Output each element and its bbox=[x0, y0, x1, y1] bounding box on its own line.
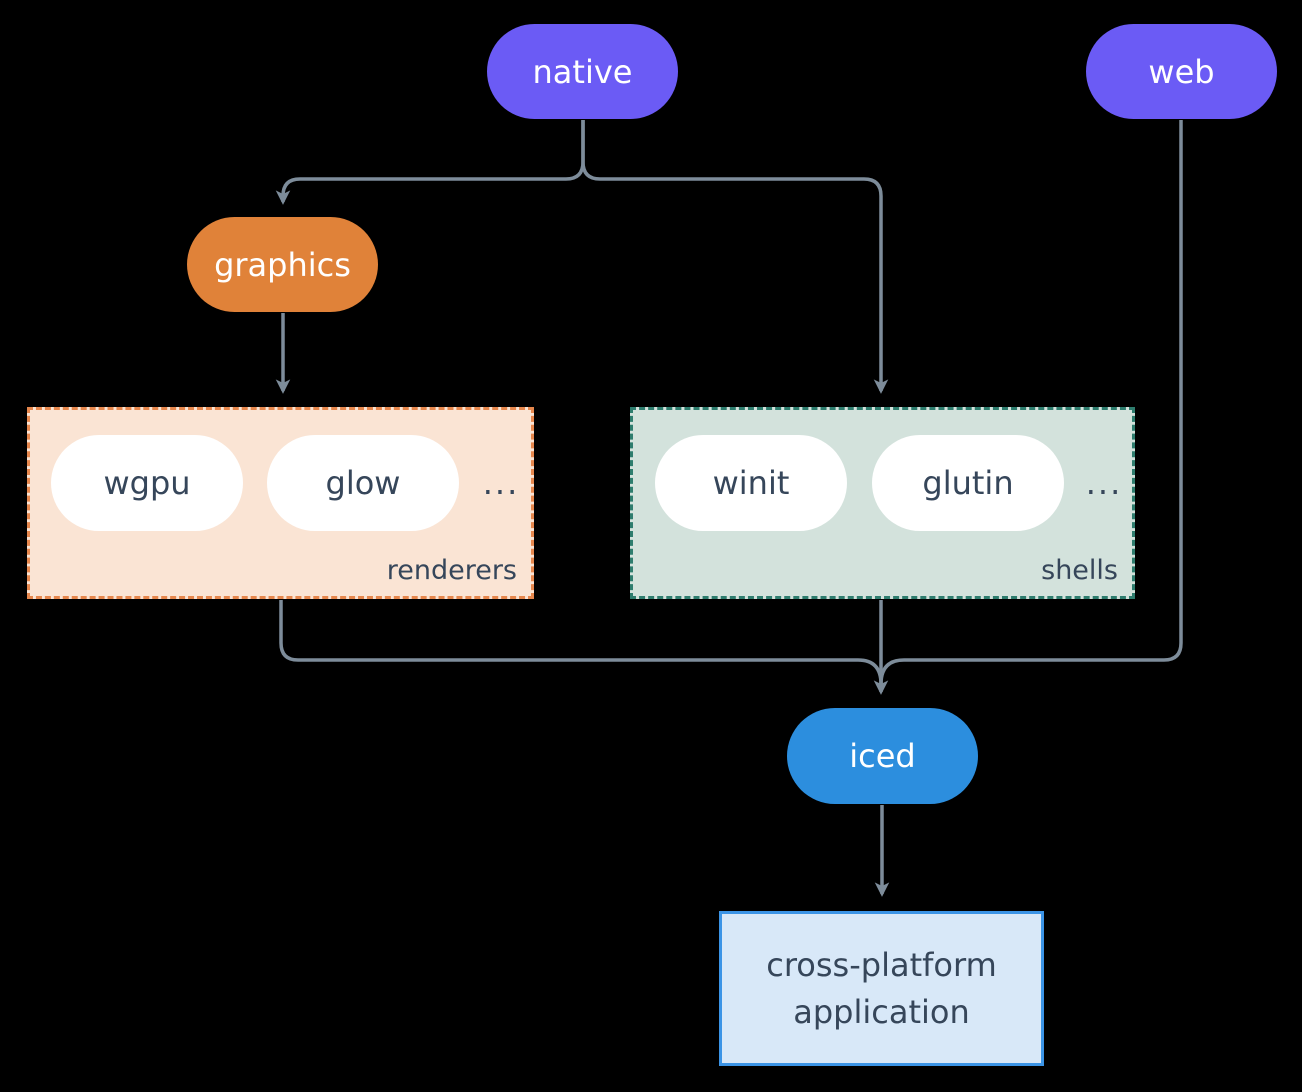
node-native: native bbox=[487, 24, 678, 119]
node-graphics: graphics bbox=[187, 217, 378, 312]
node-cross-platform-application: cross-platform application bbox=[719, 911, 1044, 1066]
node-winit: winit bbox=[655, 435, 847, 531]
edge-renderers-to-junction bbox=[279, 600, 883, 685]
node-wgpu: wgpu bbox=[51, 435, 243, 531]
edge-native-to-graphics bbox=[275, 120, 585, 205]
renderers-ellipsis: ... bbox=[482, 464, 520, 502]
edge-native-to-shells bbox=[581, 120, 889, 394]
node-glow: glow bbox=[267, 435, 459, 531]
edge-web-to-junction bbox=[879, 120, 1183, 685]
node-glutin: glutin bbox=[872, 435, 1064, 531]
node-web: web bbox=[1086, 24, 1277, 119]
node-iced: iced bbox=[787, 708, 978, 804]
group-shells: winit glutin ... shells bbox=[630, 407, 1135, 599]
shells-ellipsis: ... bbox=[1085, 464, 1123, 502]
shells-group-label: shells bbox=[1041, 555, 1118, 586]
group-renderers: wgpu glow ... renderers bbox=[27, 407, 534, 599]
renderers-group-label: renderers bbox=[386, 555, 517, 586]
